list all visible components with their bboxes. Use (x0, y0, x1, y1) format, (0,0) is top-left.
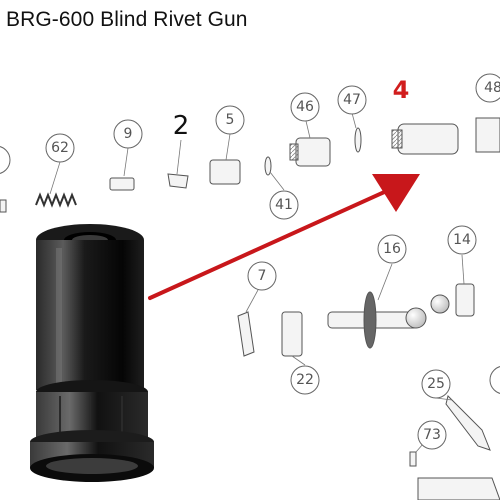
part-46-sketch (295, 137, 331, 167)
part-62-spring-sketch (35, 192, 77, 208)
callout-4-highlight-label: 4 (393, 76, 410, 104)
highlight-arrow (148, 174, 420, 300)
part-2-sketch (167, 173, 189, 189)
part-41-sketch (264, 156, 272, 176)
callout-47-circle (337, 85, 367, 115)
callout-5-circle (215, 105, 245, 135)
callout-46-label: 46 (296, 99, 314, 115)
callout-47-label: 47 (343, 92, 361, 108)
part-16-ball-sketch (405, 307, 427, 329)
part-14-sketch (455, 283, 475, 317)
callout-22-label: 22 (296, 372, 314, 388)
callout-62-label: 62 (51, 140, 69, 156)
callout-48-circle (475, 73, 500, 103)
callout-16-label: 16 (383, 241, 401, 257)
callout-41-circle (269, 190, 299, 220)
callout-group (0, 73, 500, 450)
callout-0-circle (0, 146, 11, 174)
part-46-thread-sketch (289, 143, 299, 161)
callout-48-label: 48 (484, 80, 500, 96)
callout-9-label: 9 (124, 126, 133, 142)
part-16-gear-sketch (363, 291, 377, 349)
callout-7-circle (247, 261, 277, 291)
callout-46-circle (290, 92, 320, 122)
callout-16-circle (377, 234, 407, 264)
part-4-thread-sketch (391, 129, 403, 149)
nose-housing-photo (30, 224, 154, 482)
part-48-sketch (475, 117, 500, 153)
callout-2-label: 2 (173, 111, 190, 141)
part-22-sketch (281, 311, 303, 357)
part-9-sketch (109, 177, 135, 191)
part-4-sketch (397, 123, 459, 155)
callout-41-label: 41 (275, 197, 293, 213)
part-5-sketch (209, 159, 241, 185)
part-7-sketch (237, 311, 255, 357)
callout-9-circle (113, 119, 143, 149)
callout-14-label: 14 (453, 232, 471, 248)
callout-25-label: 25 (427, 376, 445, 392)
part-47-sketch (354, 127, 362, 153)
part-73-sketch (409, 451, 417, 467)
part-16-ball2-sketch (430, 294, 450, 314)
callout-25-circle (421, 369, 451, 399)
part-edge-sketch (0, 199, 7, 213)
base-bracket-sketch (417, 477, 500, 500)
callout-73-label: 73 (423, 427, 441, 443)
callout-7-label: 7 (258, 268, 267, 284)
diagram-title: BRG-600 Blind Rivet Gun (6, 8, 248, 31)
callout-5-label: 5 (226, 112, 235, 128)
callout-22-circle (290, 365, 320, 395)
part-25-sketch (445, 395, 491, 451)
callout-62-circle (45, 133, 75, 163)
callout-14-circle (447, 225, 477, 255)
callout-edge-circle (489, 366, 500, 394)
callout-73-circle (417, 420, 447, 450)
